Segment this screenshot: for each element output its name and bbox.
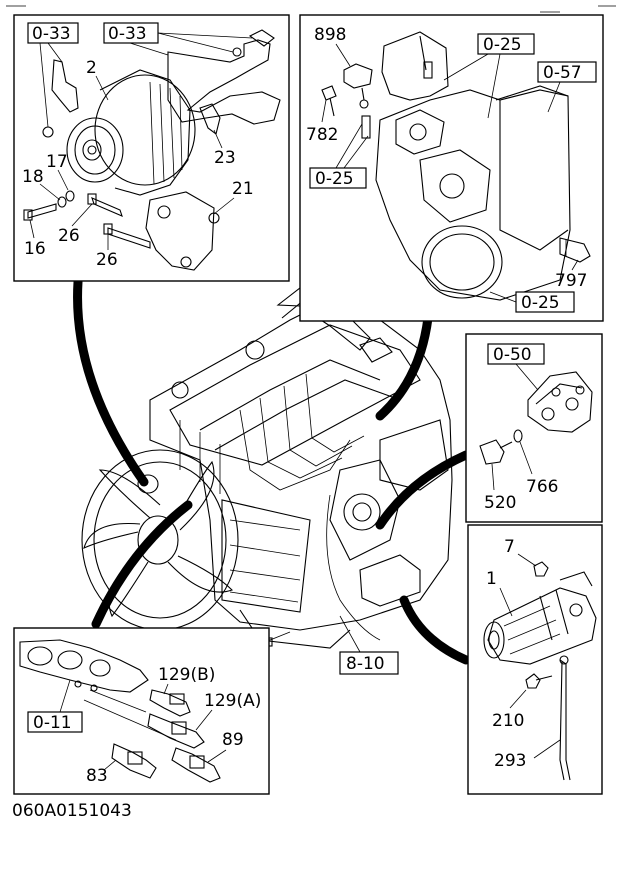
alternator-callout-23: 23 xyxy=(214,148,236,168)
alternator-panel: 0-33 0-33 2 17 18 16 26 26 21 23 xyxy=(13,14,290,282)
diagram-code: 060A0151043 xyxy=(12,801,132,821)
corner-marks xyxy=(6,5,616,13)
glow-callout-129a: 129(A) xyxy=(204,691,261,711)
glow-callout-129b: 129(B) xyxy=(158,665,215,685)
glow-callout-89: 89 xyxy=(222,730,244,750)
thermostat-ref-1: 0-25 xyxy=(483,35,522,55)
thermostat-callout-898: 898 xyxy=(314,25,346,45)
glow-plug-89 xyxy=(171,747,221,783)
alternator-callout-21: 21 xyxy=(232,179,254,199)
alternator-callout-18: 18 xyxy=(22,167,44,187)
sensor-callout-520: 520 xyxy=(484,493,516,513)
glow-plug-83 xyxy=(111,743,157,779)
glow-panel: 0-11 129(B) 129(A) 89 83 xyxy=(13,627,270,795)
starter-callout-210: 210 xyxy=(492,711,524,731)
sensor-callout-766: 766 xyxy=(526,477,558,497)
glow-plug-129b xyxy=(149,689,191,717)
leader-arcs xyxy=(73,277,471,665)
engine-ref-1: 8-10 xyxy=(346,654,385,674)
alternator-callout-26a: 26 xyxy=(58,226,80,246)
alternator-callout-2: 2 xyxy=(86,58,97,78)
alternator-ref-2: 0-33 xyxy=(108,24,147,44)
thermostat-ref-2: 0-57 xyxy=(543,63,582,83)
starter-callout-7: 7 xyxy=(504,537,515,557)
thermostat-callout-797: 797 xyxy=(555,271,587,291)
thermostat-panel: 0-25 0-57 0-25 0-25 898 782 797 xyxy=(299,14,604,322)
starter-panel: 7 1 210 293 xyxy=(467,524,603,795)
alternator-callout-26b: 26 xyxy=(96,250,118,270)
starter-callout-293: 293 xyxy=(494,751,526,771)
thermostat-ref-3: 0-25 xyxy=(315,169,354,189)
thermostat-ref-4: 0-25 xyxy=(521,293,560,313)
alternator-callout-17: 17 xyxy=(46,152,68,172)
engine-ref: 8-10 xyxy=(339,615,399,675)
engine-assembly xyxy=(81,287,453,649)
glow-ref-1: 0-11 xyxy=(33,713,72,733)
thermostat-callout-782: 782 xyxy=(306,125,338,145)
sensor-panel: 0-50 520 766 xyxy=(465,333,603,523)
alternator-ref-1: 0-33 xyxy=(32,24,71,44)
glow-callout-83: 83 xyxy=(86,766,108,786)
starter-callout-1: 1 xyxy=(486,569,497,589)
glow-plug-129a xyxy=(147,713,205,749)
sensor-ref-1: 0-50 xyxy=(493,345,532,365)
alternator-callout-16: 16 xyxy=(24,239,46,259)
